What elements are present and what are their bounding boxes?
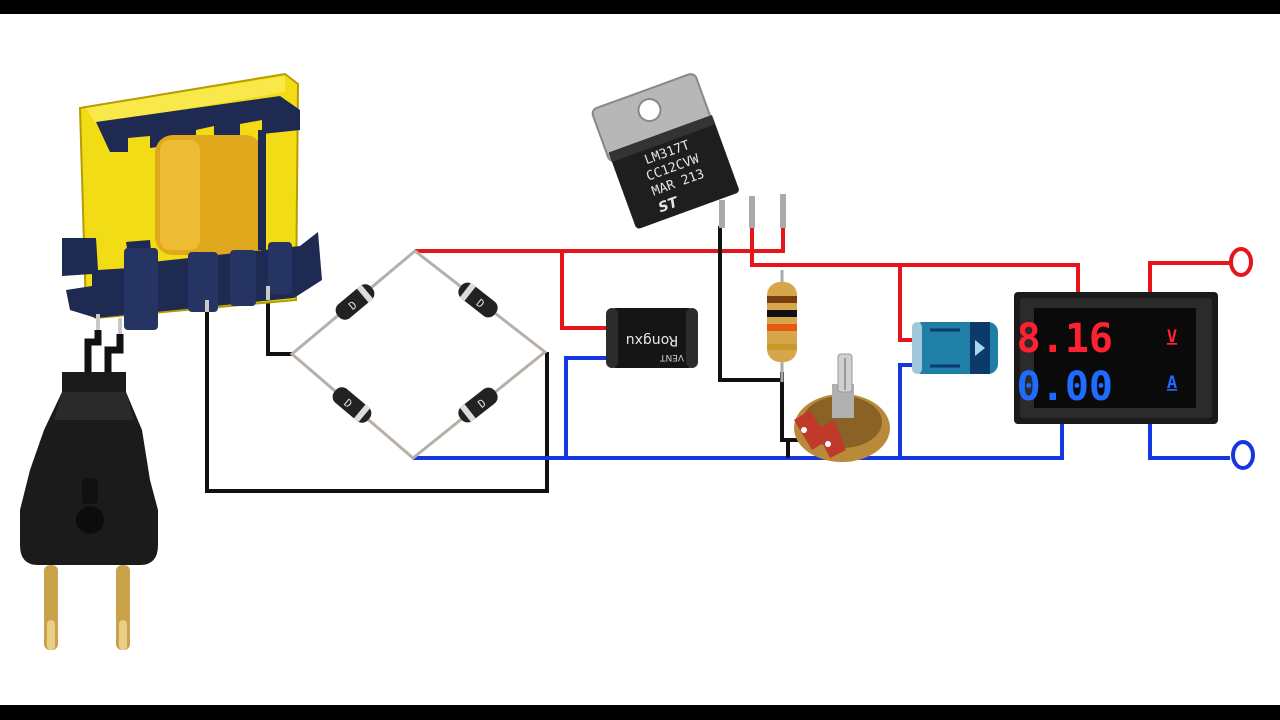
- ac-wire-right: [266, 290, 292, 356]
- output-capacitor: [912, 322, 998, 374]
- bottom-bar: [0, 705, 1280, 720]
- diode-1: D: [335, 284, 375, 320]
- negative-wire-terminal: [1148, 424, 1230, 460]
- diode-2: D: [458, 282, 498, 318]
- capacitor-marking-label: VENT: [659, 352, 684, 362]
- positive-wire-bridge: [415, 226, 785, 253]
- positive-wire-terminal: [1148, 261, 1230, 292]
- negative-wire-cap1: [564, 356, 606, 458]
- diode-3: D: [332, 387, 372, 423]
- pot-wire: [780, 372, 800, 442]
- power-plug-icon: [20, 330, 158, 650]
- negative-wire-cap2: [898, 363, 912, 458]
- voltage-unit: V: [1167, 327, 1177, 347]
- volt-amp-meter: 8.16 V 0.00 A: [1014, 292, 1218, 424]
- wires: [205, 226, 1230, 493]
- positive-wire-out: [750, 226, 1080, 292]
- voltage-reading: 8.16: [1017, 316, 1113, 362]
- positive-wire-cap2: [898, 265, 912, 342]
- filter-capacitor: Rongxu VENT: [606, 308, 698, 368]
- resistor: [767, 270, 797, 382]
- negative-ring-terminal-icon: [1231, 440, 1255, 470]
- potentiometer: [794, 353, 890, 462]
- negative-wire-main: [413, 424, 1064, 460]
- regulator-brand: ST: [656, 194, 681, 216]
- current-unit: A: [1167, 373, 1177, 393]
- current-reading: 0.00: [1017, 364, 1113, 410]
- capacitor-brand-label: Rongxu: [626, 332, 679, 348]
- transformer-icon: [62, 72, 322, 334]
- positive-wire-cap1: [560, 251, 606, 330]
- top-bar: [0, 0, 1280, 14]
- ac-wire-left: [205, 310, 549, 493]
- bridge-rectifier: D D D D: [289, 249, 548, 460]
- adjust-wire: [718, 226, 782, 382]
- regulator: LM317T CC12CVW MAR 213 ST: [591, 73, 786, 229]
- bridge-leads: [289, 249, 548, 460]
- positive-ring-terminal-icon: [1229, 247, 1253, 277]
- diode-4: D: [458, 387, 498, 423]
